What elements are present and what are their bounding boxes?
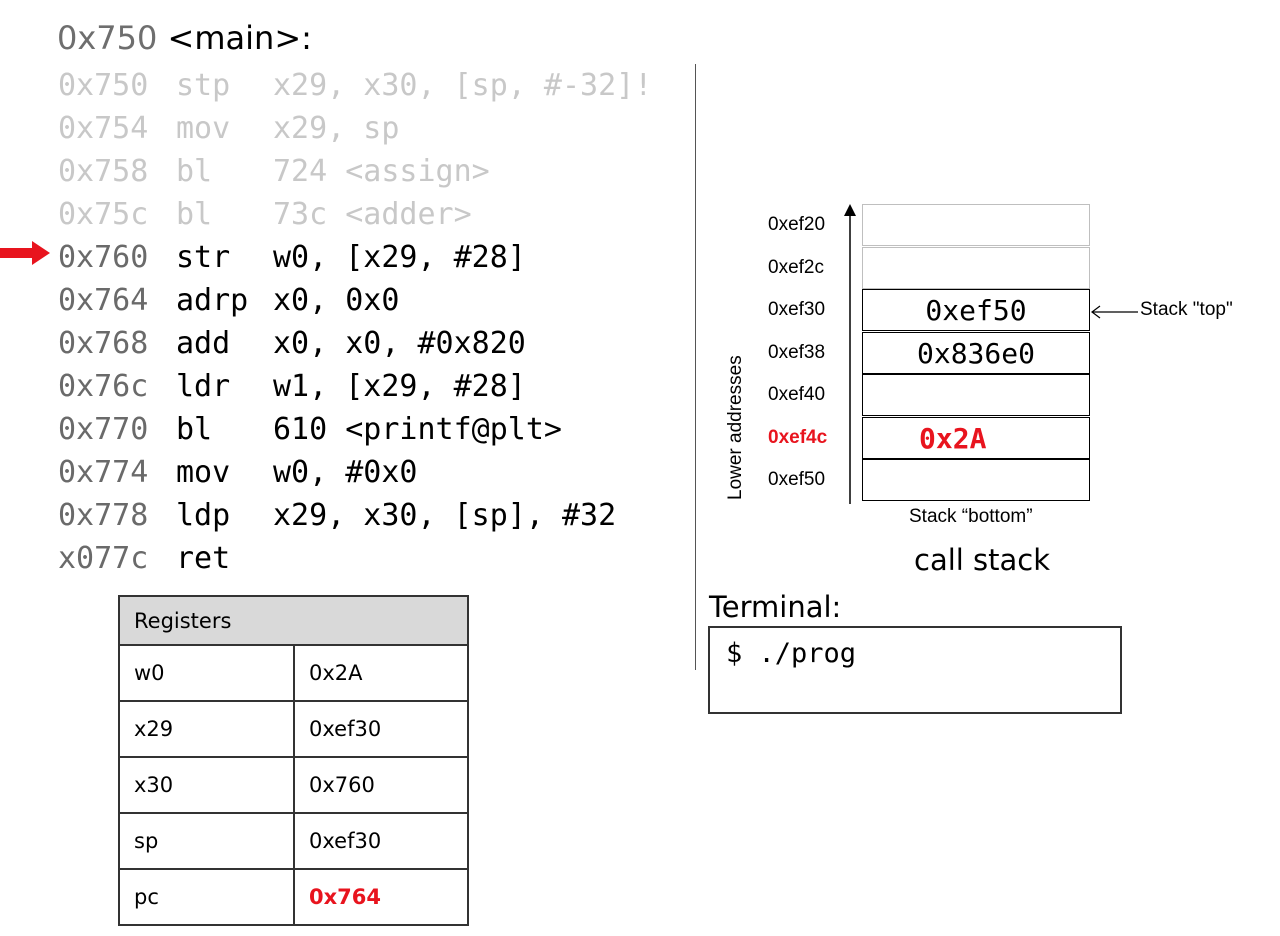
terminal-output: $ ./prog [726,638,857,669]
code-args: x29, sp [273,111,400,146]
code-op: ldr [176,369,231,404]
register-name: x29 [118,700,295,758]
code-args: x29, x30, [sp], #32 [273,498,617,533]
code-op: bl [176,197,213,232]
stack-address: 0xef20 [768,214,826,235]
stack-address: 0xef38 [768,341,826,363]
up-arrow-icon [844,204,856,504]
code-addr: 0x768 [58,326,149,361]
code-addr: x077c [58,541,149,576]
stack-slot: 0x2A [862,416,1090,459]
code-op: bl [176,412,213,447]
code-line: 0x774 mov w0, #0x0 [58,451,652,494]
stack-slot: 0x836e0 [862,331,1090,374]
code-args: w0, [x29, #28] [273,240,526,275]
code-addr: 0x774 [58,455,149,490]
code-addr: 0x764 [58,283,149,318]
registers-title: Registers [118,595,469,646]
register-value: 0xef30 [293,700,469,758]
register-name: pc [118,868,295,926]
code-line: 0x770 bl 610 <printf@plt> [58,408,652,451]
stack-address: 0xef4c [768,426,828,448]
code-op: mov [176,111,231,146]
stack-title: call stack [914,543,1051,577]
stack-slot [862,204,1090,246]
code-args: 724 <assign> [273,154,490,189]
stack-address: 0xef40 [768,384,826,405]
register-value: 0x760 [293,756,469,814]
code-args: x29, x30, [sp, #-32]! [273,68,653,103]
code-addr: 0x76c [58,369,149,404]
stack-address: 0xef30 [768,299,826,320]
code-line: 0x768 add x0, x0, #0x820 [58,322,652,365]
code-line: 0x754 mov x29, sp [58,107,652,150]
function-header: 0x750 <main>: [57,18,312,58]
stack-address: 0xef2c [768,256,824,278]
stack-slot [862,459,1090,501]
code-addr: 0x75c [58,197,149,232]
terminal-box: $ ./prog [708,626,1122,714]
code-args: 610 <printf@plt> [273,412,562,447]
code-line: 0x750 stp x29, x30, [sp, #-32]! [58,64,652,107]
register-name: w0 [118,644,295,702]
code-line: 0x76c ldr w1, [x29, #28] [58,365,652,408]
code-op: str [176,240,231,275]
code-addr: 0x750 [58,68,149,103]
code-op: bl [176,154,213,189]
stack-slot [862,246,1090,289]
stack-top-label: Stack "top" [1140,299,1233,320]
code-args: x0, x0, #0x820 [273,326,526,361]
code-args: 73c <adder> [273,197,472,232]
code-op: stp [176,68,231,103]
divider [695,64,696,670]
pc-arrow-icon [0,241,50,265]
terminal-title: Terminal: [709,590,842,624]
code-line: 0x778 ldp x29, x30, [sp], #32 [58,494,652,537]
register-value: 0x764 [293,868,469,926]
code-args: w1, [x29, #28] [273,369,526,404]
code-addr: 0x758 [58,154,149,189]
code-args: w0, #0x0 [273,455,418,490]
code-line: 0x75c bl 73c <adder> [58,193,652,236]
code-line: 0x758 bl 724 <assign> [58,150,652,193]
function-address: 0x750 [57,19,158,57]
code-op: mov [176,455,231,490]
stack-axis-label: Lower addresses [725,355,746,500]
function-label: <main>: [167,19,312,57]
code-line: 0x764 adrp x0, 0x0 [58,279,652,322]
code-addr: 0x760 [58,240,149,275]
code-args: x0, 0x0 [273,283,400,318]
code-line: x077c ret [58,537,652,580]
left-arrow-icon [1091,305,1138,319]
code-addr: 0x778 [58,498,149,533]
stack-address: 0xef50 [768,469,826,490]
stack-bottom-label: Stack “bottom” [909,506,1033,527]
register-value: 0xef30 [293,812,469,870]
register-value: 0x2A [293,644,469,702]
code-line: 0x760 str w0, [x29, #28] [58,236,652,279]
code-addr: 0x770 [58,412,149,447]
stack-slot [862,374,1090,416]
code-op: adrp [176,283,249,318]
register-name: sp [118,812,295,870]
assembly-listing: 0x750 stp x29, x30, [sp, #-32]! 0x754 mov x29… [58,64,652,580]
code-op: ret [176,541,231,576]
code-op: add [176,326,231,361]
stack-slot: 0xef50 [862,289,1090,331]
register-name: x30 [118,756,295,814]
code-addr: 0x754 [58,111,149,146]
code-op: ldp [176,498,231,533]
